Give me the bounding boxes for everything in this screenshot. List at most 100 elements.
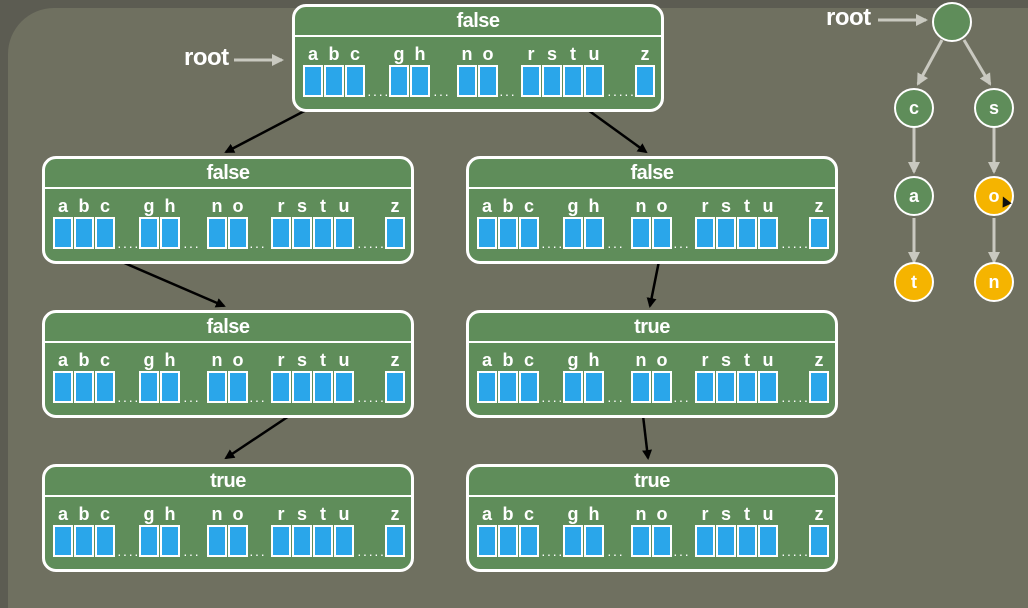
end-of-word-flag: true [469,467,835,497]
child-pointer-cell [631,217,651,249]
letter-label: o [232,350,244,370]
letter-label: s [546,44,557,64]
letter-label: s [296,350,307,370]
child-pointer-cell [53,525,73,557]
child-pointer-cell [228,371,248,403]
letter-label: n [211,196,223,216]
child-pointer-cell [303,65,323,97]
letter-label: b [502,196,514,216]
letter-label: g [143,196,155,216]
letter-label: s [296,504,307,524]
letter-label: h [588,350,600,370]
end-of-word-flag: false [295,7,661,37]
child-pointer-cell [385,217,405,249]
letter-label: t [570,44,576,64]
letter-label: c [349,44,360,64]
child-pointer-cell [292,525,312,557]
letter-label: c [523,196,534,216]
letter-label: g [567,350,579,370]
child-pointer-cell [160,525,180,557]
letter-label: r [701,504,709,524]
ellipsis-dots: ···· [117,546,140,562]
letter-label: n [211,504,223,524]
child-pointer-cell [737,525,757,557]
child-pointer-cell [563,65,583,97]
child-pointer-cell [271,371,291,403]
letter-label: r [277,504,285,524]
child-pointer-cell [758,371,778,403]
letter-label: u [762,504,774,524]
child-pointer-cell [652,371,672,403]
letter-label: z [390,196,400,216]
letter-label: c [99,350,110,370]
child-pointer-cell [631,525,651,557]
child-pointer-cell [477,217,497,249]
child-pointer-cell [652,525,672,557]
ellipsis-dots: ··· [607,546,624,562]
letter-label: r [277,350,285,370]
child-pointer-cell [74,525,94,557]
ellipsis-dots: ····· [781,546,810,562]
child-pointer-cell [477,525,497,557]
ellipsis-dots: ····· [357,238,386,254]
root-pointer-arrows [234,14,928,66]
ellipsis-dots: ··· [183,238,200,254]
tree-node-c: c [894,88,934,128]
end-of-word-flag: true [45,467,411,497]
tree-edge-root-s [962,39,992,86]
child-pointer-cell [74,217,94,249]
ellipsis-dots: ····· [607,86,636,102]
child-pointer-cell [716,371,736,403]
child-pointer-cell [139,217,159,249]
ellipsis-dots: ····· [357,392,386,408]
child-pointer-cell [207,371,227,403]
letter-label: a [481,504,492,524]
child-pointer-cell [228,217,248,249]
letter-label: b [502,350,514,370]
letter-label: r [277,196,285,216]
child-pointer-cell [758,217,778,249]
child-pointer-cell [758,525,778,557]
child-pointer-cell [584,217,604,249]
end-of-word-flag: true [469,313,835,343]
child-pointer-cell [498,217,518,249]
child-pointer-cell [410,65,430,97]
letter-label: u [338,504,350,524]
letter-label: a [57,196,68,216]
child-pointer-cell [809,525,829,557]
child-pointer-cell [498,525,518,557]
letter-label: h [588,196,600,216]
ellipsis-dots: ···· [541,546,564,562]
letter-label: z [390,350,400,370]
end-of-word-flag: false [469,159,835,189]
letter-label: b [502,504,514,524]
child-pointer-cell [563,217,583,249]
child-pointer-cell [228,525,248,557]
letter-label: t [320,504,326,524]
child-pointer-cell [385,525,405,557]
letter-label: s [720,196,731,216]
child-pointer-cell [160,371,180,403]
ellipsis-dots: ··· [183,392,200,408]
letter-label: z [814,504,824,524]
child-pointer-cell [695,217,715,249]
child-pointer-cell [652,217,672,249]
child-pointer-cell [809,371,829,403]
letter-label: s [720,350,731,370]
letter-label: g [143,504,155,524]
child-pointer-cell [716,525,736,557]
ellipsis-dots: ····· [357,546,386,562]
child-pointer-cell [716,217,736,249]
letter-label: t [744,504,750,524]
tree-root-label: root [826,4,871,31]
child-pointer-cell [695,371,715,403]
letter-label: o [232,504,244,524]
child-pointer-cell [542,65,562,97]
ellipsis-dots: ··· [183,546,200,562]
tree-edge-root-c [916,39,944,86]
letter-label: b [328,44,340,64]
